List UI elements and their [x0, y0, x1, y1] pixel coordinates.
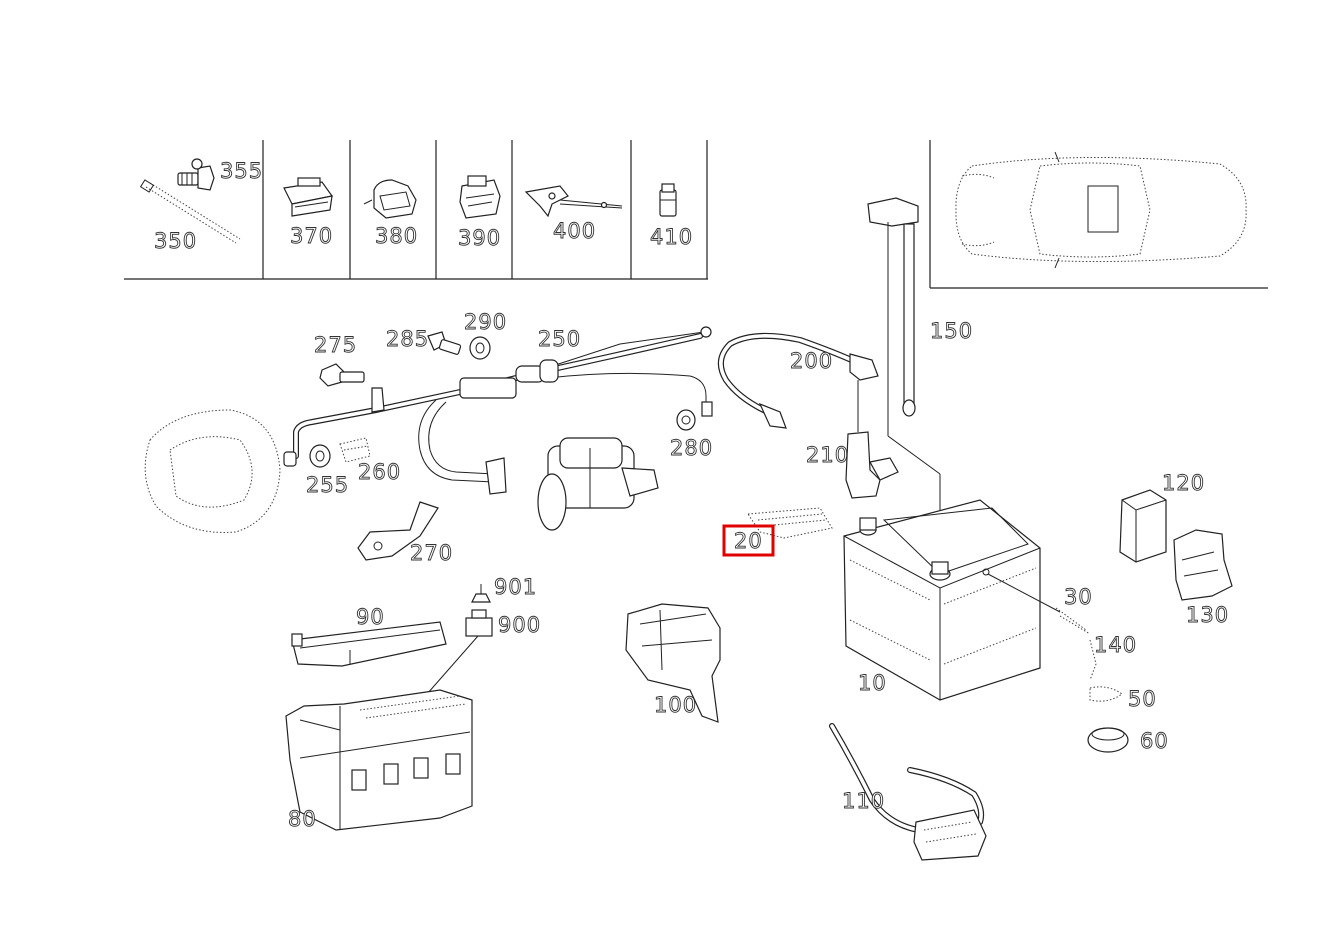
part-20-cover[interactable]	[747, 507, 833, 539]
part-275-bolt[interactable]	[319, 363, 365, 387]
label-901[interactable]: 901	[494, 575, 537, 600]
part-50-cap[interactable]	[1089, 686, 1123, 702]
part-290-grommet[interactable]	[469, 336, 491, 360]
part-370-clip[interactable]	[283, 177, 334, 217]
part-140-elbow[interactable]	[1089, 639, 1097, 681]
label-280[interactable]: 280	[670, 436, 713, 461]
label-90[interactable]: 90	[356, 605, 385, 630]
starter-motor	[537, 437, 659, 531]
part-380-clip[interactable]	[363, 179, 417, 219]
label-250[interactable]: 250	[538, 327, 581, 352]
label-50[interactable]: 50	[1128, 687, 1157, 712]
part-30-vent-hose[interactable]	[987, 573, 1091, 635]
label-60[interactable]: 60	[1140, 729, 1169, 754]
part-150-cable[interactable]	[867, 197, 941, 570]
label-400[interactable]: 400	[553, 219, 596, 244]
label-290[interactable]: 290	[464, 310, 507, 335]
part-200-cable[interactable]	[717, 332, 879, 429]
label-110[interactable]: 110	[842, 789, 885, 814]
part-410-nut[interactable]	[659, 183, 677, 217]
part-130-bracket[interactable]	[1173, 529, 1233, 601]
label-390[interactable]: 390	[458, 226, 501, 251]
label-80[interactable]: 80	[288, 807, 317, 832]
alternator	[144, 409, 281, 533]
part-255-nut[interactable]	[309, 444, 331, 468]
part-355-screw[interactable]	[177, 158, 215, 191]
part-120-module[interactable]	[1119, 489, 1167, 563]
part-110-cable[interactable]	[829, 723, 987, 861]
part-400-bracket[interactable]	[524, 185, 623, 218]
part-100-bracket[interactable]	[625, 603, 721, 723]
part-80-fuse-box[interactable]	[285, 689, 473, 831]
label-380[interactable]: 380	[375, 224, 418, 249]
part-210-terminal[interactable]	[845, 380, 899, 499]
label-210[interactable]: 210	[806, 443, 849, 468]
part-285-bolt[interactable]	[427, 331, 462, 355]
part-60-grommet[interactable]	[1087, 727, 1129, 753]
label-285[interactable]: 285	[386, 327, 429, 352]
part-900-relay[interactable]	[419, 609, 493, 703]
label-130[interactable]: 130	[1186, 603, 1229, 628]
small-parts-frame	[124, 140, 708, 280]
label-10[interactable]: 10	[858, 671, 887, 696]
label-100[interactable]: 100	[654, 693, 697, 718]
label-120[interactable]: 120	[1162, 471, 1205, 496]
label-355[interactable]: 355	[220, 159, 263, 184]
part-labels: 355 350 370 380 390 400 410 150 275 285 …	[154, 159, 1229, 832]
label-255[interactable]: 255	[306, 473, 349, 498]
label-30[interactable]: 30	[1064, 585, 1093, 610]
part-280-nut[interactable]	[676, 409, 696, 431]
label-260[interactable]: 260	[358, 460, 401, 485]
label-350[interactable]: 350	[154, 229, 197, 254]
label-200[interactable]: 200	[790, 349, 833, 374]
part-10-battery[interactable]	[843, 499, 1041, 701]
label-410[interactable]: 410	[650, 225, 693, 250]
label-270[interactable]: 270	[410, 541, 453, 566]
label-20[interactable]: 20	[734, 529, 763, 554]
label-275[interactable]: 275	[314, 333, 357, 358]
part-90-cover[interactable]	[291, 621, 447, 667]
label-140[interactable]: 140	[1094, 633, 1137, 658]
label-370[interactable]: 370	[290, 224, 333, 249]
label-150[interactable]: 150	[930, 319, 973, 344]
highlight-box-part-20	[722, 524, 775, 557]
part-250-harness[interactable]	[283, 326, 713, 495]
part-901-fuse[interactable]	[471, 584, 491, 603]
part-270-bracket[interactable]	[357, 501, 439, 561]
label-900[interactable]: 900	[498, 613, 541, 638]
part-390-holder[interactable]	[459, 175, 501, 219]
part-260-clip[interactable]	[339, 437, 371, 463]
vehicle-overview	[929, 140, 1268, 289]
part-350-cable-tie[interactable]	[139, 179, 241, 244]
